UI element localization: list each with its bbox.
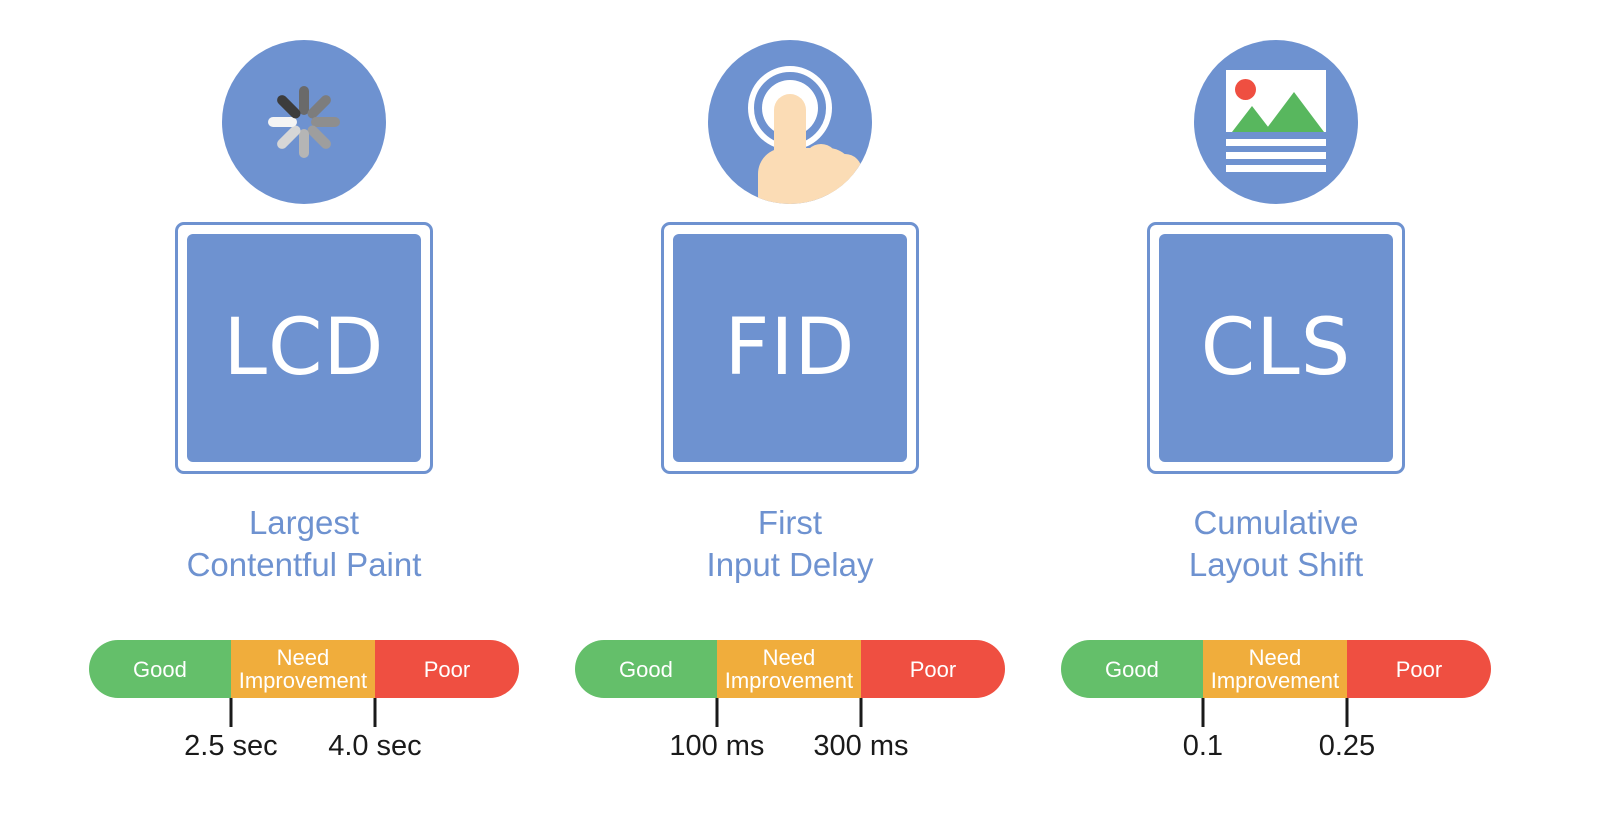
sun-icon <box>1235 79 1256 100</box>
segment-good: Good <box>1061 640 1203 699</box>
rating-bar: Good Need Improvement Poor <box>575 640 1005 699</box>
segment-poor: Poor <box>860 640 1005 699</box>
rating-bar: Good Need Improvement Poor <box>1061 640 1491 699</box>
metric-name-cls: Cumulative Layout Shift <box>1188 504 1364 584</box>
text-line <box>1226 152 1326 159</box>
metric-card-inner: FID <box>673 234 907 462</box>
threshold-ticks: 100 ms 300 ms <box>575 698 1005 768</box>
spinner-icon <box>222 40 386 204</box>
threshold-ticks: 2.5 sec 4.0 sec <box>89 698 519 768</box>
tap-finger-icon <box>708 40 872 204</box>
metric-abbreviation: LCD <box>223 303 385 393</box>
metric-column-lcd: LCD Largest Contentful Paint Good Need I… <box>54 0 554 840</box>
threshold-bar-lcd: Good Need Improvement Poor 2.5 sec 4.0 s… <box>89 640 519 761</box>
metric-column-cls: CLS Cumulative Layout Shift Good Need Im… <box>1026 0 1526 840</box>
metric-column-fid: FID First Input Delay Good Need Improvem… <box>540 0 1040 840</box>
spinner-blade <box>268 117 297 127</box>
threshold-label: 2.5 sec <box>184 730 278 763</box>
segment-good: Good <box>575 640 717 699</box>
segment-good: Good <box>89 640 231 699</box>
threshold-label: 0.1 <box>1182 730 1224 763</box>
image-glyph <box>1194 40 1358 204</box>
threshold-label: 0.25 <box>1318 730 1376 763</box>
threshold-bar-cls: Good Need Improvement Poor 0.1 0.25 <box>1061 640 1491 761</box>
mountain-large <box>1264 92 1324 132</box>
threshold-tick <box>229 698 233 728</box>
text-line <box>1226 139 1326 146</box>
segment-poor: Poor <box>374 640 519 699</box>
threshold-ticks: 0.1 0.25 <box>1061 698 1491 768</box>
spinner-blade <box>299 86 309 115</box>
metric-card-inner: LCD <box>187 234 421 462</box>
threshold-tick <box>373 698 377 728</box>
image-layout-icon <box>1194 40 1358 204</box>
image-frame <box>1226 70 1326 132</box>
metric-name-fid: First Input Delay <box>706 504 874 584</box>
threshold-bar-fid: Good Need Improvement Poor 100 ms 300 ms <box>575 640 1005 761</box>
threshold-tick <box>1201 698 1205 728</box>
threshold-label: 100 ms <box>669 730 765 763</box>
threshold-label: 4.0 sec <box>328 730 422 763</box>
spinner-blade <box>305 123 333 151</box>
metric-card-inner: CLS <box>1159 234 1393 462</box>
index-finger <box>774 94 806 186</box>
threshold-tick <box>1345 698 1349 728</box>
threshold-label: 300 ms <box>813 730 909 763</box>
metric-abbreviation: CLS <box>1200 303 1352 393</box>
tap-glyph <box>708 40 872 204</box>
rating-bar: Good Need Improvement Poor <box>89 640 519 699</box>
threshold-tick <box>715 698 719 728</box>
threshold-tick <box>859 698 863 728</box>
hand-knuckle <box>828 154 862 202</box>
metric-abbreviation: FID <box>724 303 856 393</box>
segment-need-improvement: Need Improvement <box>716 640 861 699</box>
metric-card-cls: CLS <box>1147 222 1405 474</box>
metric-card-lcd: LCD <box>175 222 433 474</box>
segment-need-improvement: Need Improvement <box>230 640 375 699</box>
spinner-blade <box>299 129 309 158</box>
text-line <box>1226 165 1326 172</box>
metric-name-lcd: Largest Contentful Paint <box>186 504 422 584</box>
segment-need-improvement: Need Improvement <box>1202 640 1347 699</box>
segment-poor: Poor <box>1346 640 1491 699</box>
metric-card-fid: FID <box>661 222 919 474</box>
